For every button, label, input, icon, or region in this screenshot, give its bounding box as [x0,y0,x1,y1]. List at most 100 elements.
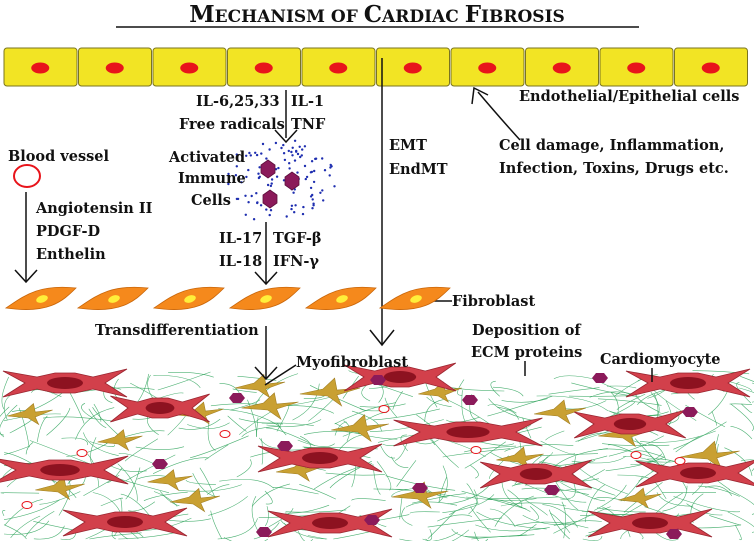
ecm-fiber [553,477,579,511]
ecm-fiber [524,499,548,516]
cardiomyocyte-nucleus [613,418,647,430]
ecm-fiber [605,456,665,472]
epithelial-nucleus [105,62,124,74]
epithelial-cell-row [3,47,748,87]
ecm-fiber [135,446,185,450]
cytokine-dot [290,150,293,154]
ecm-fiber [218,408,282,428]
fibroblast-nucleus [410,295,422,303]
ecm-fiber [466,483,479,504]
ecm-fiber [391,456,409,468]
ecm-fiber [494,495,534,527]
ecm-fiber [207,423,216,451]
ecm-fiber [227,415,247,432]
ecm-fiber [728,489,754,515]
cytokine-dot [248,151,251,155]
ecm-fiber [730,426,753,440]
cytokine-dot [259,204,263,207]
ecm-fiber [608,435,664,457]
ecm-fiber [159,491,180,507]
cytokine-dot [303,164,307,168]
ecm-fiber [325,472,385,476]
cytokine-dot [283,158,287,162]
ecm-fiber [297,439,335,447]
ecm-fiber [464,441,506,469]
ecm-fiber [449,502,479,515]
ecm-fiber [256,417,259,437]
immune-cell [284,171,300,191]
ecm-fiber [361,384,371,402]
ecm-fiber [264,506,269,527]
epithelial-nucleus [478,62,497,74]
cytokine-dot [322,199,325,202]
ecm-fiber [111,465,147,472]
vessel-arrowhead [14,269,38,284]
ecm-vessel [674,457,686,465]
ecm-fiber [230,399,261,411]
cytokine-arrowhead [274,129,298,144]
ecm-fiber [125,467,141,500]
ecm-fiber [614,374,658,397]
myofibroblast-cell [496,446,544,470]
ecm-fiber [596,507,646,513]
label-deposition-1: Deposition of [472,322,582,339]
label-il-b: IL-1 [291,93,324,110]
ecm-vessel [470,446,482,454]
ecm-fiber [536,395,609,412]
ecm-fiber [517,523,537,537]
cytokine-dot [304,177,307,181]
cytokine-dot [282,179,286,182]
cytokine-dot [293,139,297,142]
cytokine-dot [302,205,305,209]
ecm-fiber [488,499,531,512]
epithelial-nucleus [701,62,720,74]
cytokine-dot [257,176,261,180]
blood-vessel-icon [13,164,41,188]
cytokine-dot [247,201,250,204]
epithelial-nucleus [329,62,348,74]
ecm-fiber [709,515,741,526]
cytokine-dot [310,170,314,174]
cytokine-dot [255,153,259,157]
ecm-fiber [369,419,444,432]
ecm-fiber [464,445,517,453]
ecm-fiber [424,399,444,423]
cytokine-dot [295,149,298,153]
cytokine-dot [240,181,243,184]
ecm-fiber [236,459,252,478]
myofibroblast-cell [534,399,587,425]
label-activated: Activated [168,149,245,166]
cytokine-dot [288,167,291,170]
fibroblast-nucleus [260,295,272,303]
ecm-fiber [10,515,41,538]
ecm-fiber [168,372,214,378]
cytokine-dot [270,182,273,185]
immune-arrowhead [254,271,278,286]
ecm-fiber [442,448,511,458]
ecm-fiber [739,387,754,403]
cytokine-dot [261,142,265,146]
ecm-fiber [548,509,570,540]
epithelial-nucleus [627,62,646,74]
ecm-fiber [466,496,537,501]
cytokine-dot [303,145,307,148]
label-immune: Immune [178,170,246,187]
ecm-fiber [277,422,287,436]
label-myofibroblast: Myofibroblast [296,354,408,371]
ecm-fiber [153,491,178,507]
ecm-fiber [439,465,448,503]
cytokine-dot [247,168,250,172]
label-pdgf: PDGF-D [36,223,100,240]
ecm-vessel [630,451,642,459]
ecm-fiber [399,531,459,541]
cytokine-dot [274,141,278,145]
cardiomyocyte-nucleus [383,371,417,383]
ecm-fiber [560,483,576,500]
ecm-fiber [334,402,397,425]
cytokine-dot [245,175,248,179]
ecm-fiber [536,453,599,457]
ecm-fiber [93,403,102,422]
ecm-fiber [474,531,489,541]
